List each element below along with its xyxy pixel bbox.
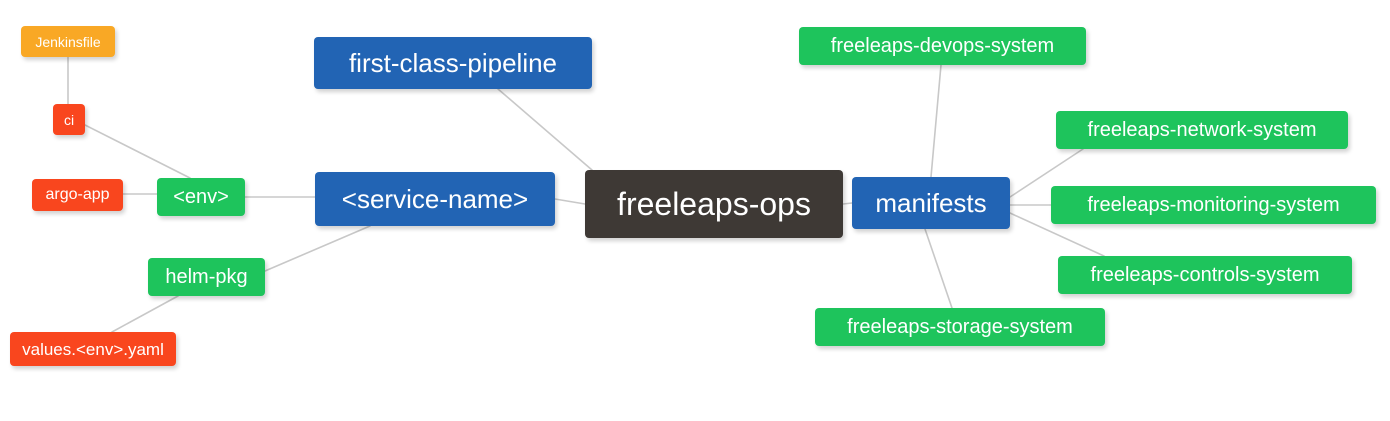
edge-root-to-first-class-pipeline: [497, 88, 593, 171]
node-controls-system[interactable]: freeleaps-controls-system: [1058, 256, 1352, 294]
node-network-system[interactable]: freeleaps-network-system: [1056, 111, 1348, 149]
node-monitoring-system[interactable]: freeleaps-monitoring-system: [1051, 186, 1376, 224]
node-root[interactable]: freeleaps-ops: [585, 170, 843, 238]
edge-manifests-to-storage-system: [924, 228, 953, 309]
node-storage-system[interactable]: freeleaps-storage-system: [815, 308, 1105, 346]
edge-helm-pkg-to-values-yaml: [111, 295, 179, 333]
edge-env-to-ci: [84, 124, 191, 179]
edge-service-name-to-helm-pkg: [264, 225, 371, 272]
node-values-yaml[interactable]: values.<env>.yaml: [10, 332, 176, 366]
edge-root-to-manifests: [842, 202, 853, 205]
node-env[interactable]: <env>: [157, 178, 245, 216]
node-argo-app[interactable]: argo-app: [32, 179, 123, 211]
edge-root-to-service-name: [554, 198, 586, 205]
edge-manifests-to-devops-system: [930, 64, 942, 178]
node-service-name[interactable]: <service-name>: [315, 172, 555, 226]
node-jenkinsfile[interactable]: Jenkinsfile: [21, 26, 115, 57]
node-helm-pkg[interactable]: helm-pkg: [148, 258, 265, 296]
node-first-class-pipeline[interactable]: first-class-pipeline: [314, 37, 592, 89]
node-manifests[interactable]: manifests: [852, 177, 1010, 229]
node-ci[interactable]: ci: [53, 104, 85, 135]
node-devops-system[interactable]: freeleaps-devops-system: [799, 27, 1086, 65]
